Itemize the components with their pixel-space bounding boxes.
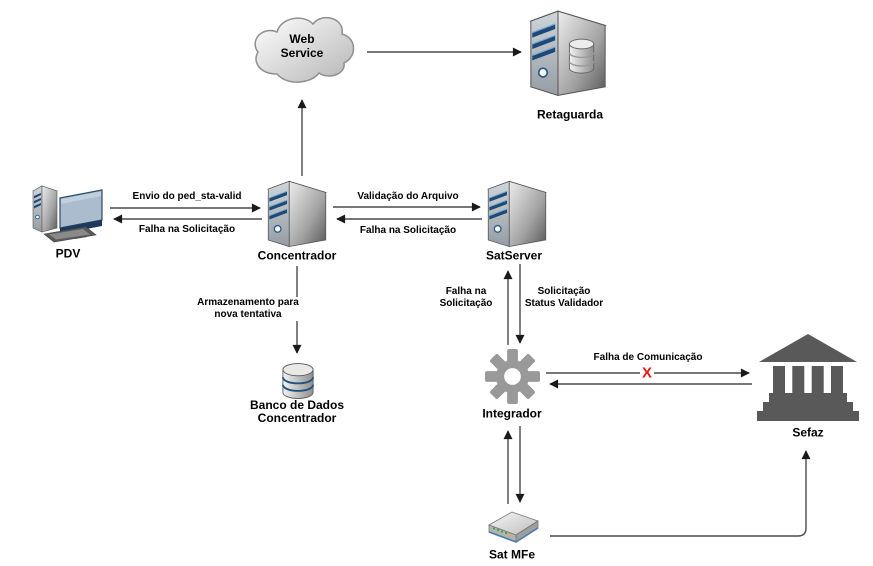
- edge-label-falha-satserver: Falha na Solicitação: [357, 225, 459, 237]
- pdv-label: PDV: [55, 246, 81, 261]
- cloud-icon: [254, 16, 355, 83]
- edge-label-falha-pdv: Falha na Solicitação: [136, 224, 238, 236]
- node-sat-mfe: [483, 508, 543, 550]
- arrow-satmfe-to-sefaz: [550, 450, 811, 537]
- node-satserver: [486, 178, 548, 251]
- edge-label-solicitacao-status: Solicitação Status Validador: [522, 286, 606, 310]
- database-server-icon: [529, 10, 607, 97]
- banco-dados-label: Banco de Dados Concentrador: [249, 397, 345, 425]
- server-icon: [267, 180, 327, 248]
- sefaz-label: Sefaz: [792, 425, 824, 440]
- integrador-label: Integrador: [482, 406, 542, 421]
- node-sefaz: [757, 333, 859, 423]
- satserver-label: SatServer: [485, 248, 543, 263]
- node-banco-dados: [281, 361, 315, 401]
- communication-failure-x-mark: X: [639, 364, 655, 382]
- edge-label-armazenamento: Armazenamento para nova tentativa: [195, 297, 301, 321]
- sat-mfe-label: Sat MFe: [488, 547, 536, 562]
- edge-label-validacao-arquivo: Validação do Arquivo: [355, 191, 461, 203]
- edge-label-falha-comunicacao: Falha de Comunicação: [591, 352, 705, 364]
- bank-building-icon: [757, 334, 859, 421]
- desktop-computer-icon: [32, 185, 103, 243]
- network-device-icon: [488, 511, 539, 543]
- web-service-label: Web Service: [280, 32, 324, 60]
- database-cylinder-icon: [281, 363, 315, 399]
- node-pdv: [30, 182, 108, 246]
- edge-label-envio-ped: Envio do ped_sta-valid: [130, 191, 244, 203]
- retaguarda-label: Retaguarda: [536, 107, 604, 122]
- gear-icon: [485, 349, 540, 404]
- node-retaguarda: [528, 6, 608, 102]
- edge-label-falha-solicitacao: Falha na Solicitação: [437, 286, 495, 310]
- server-icon: [487, 180, 547, 248]
- node-web-service: [247, 10, 361, 94]
- node-concentrador: [266, 178, 328, 251]
- node-integrador: [485, 349, 540, 404]
- concentrador-label: Concentrador: [257, 248, 337, 263]
